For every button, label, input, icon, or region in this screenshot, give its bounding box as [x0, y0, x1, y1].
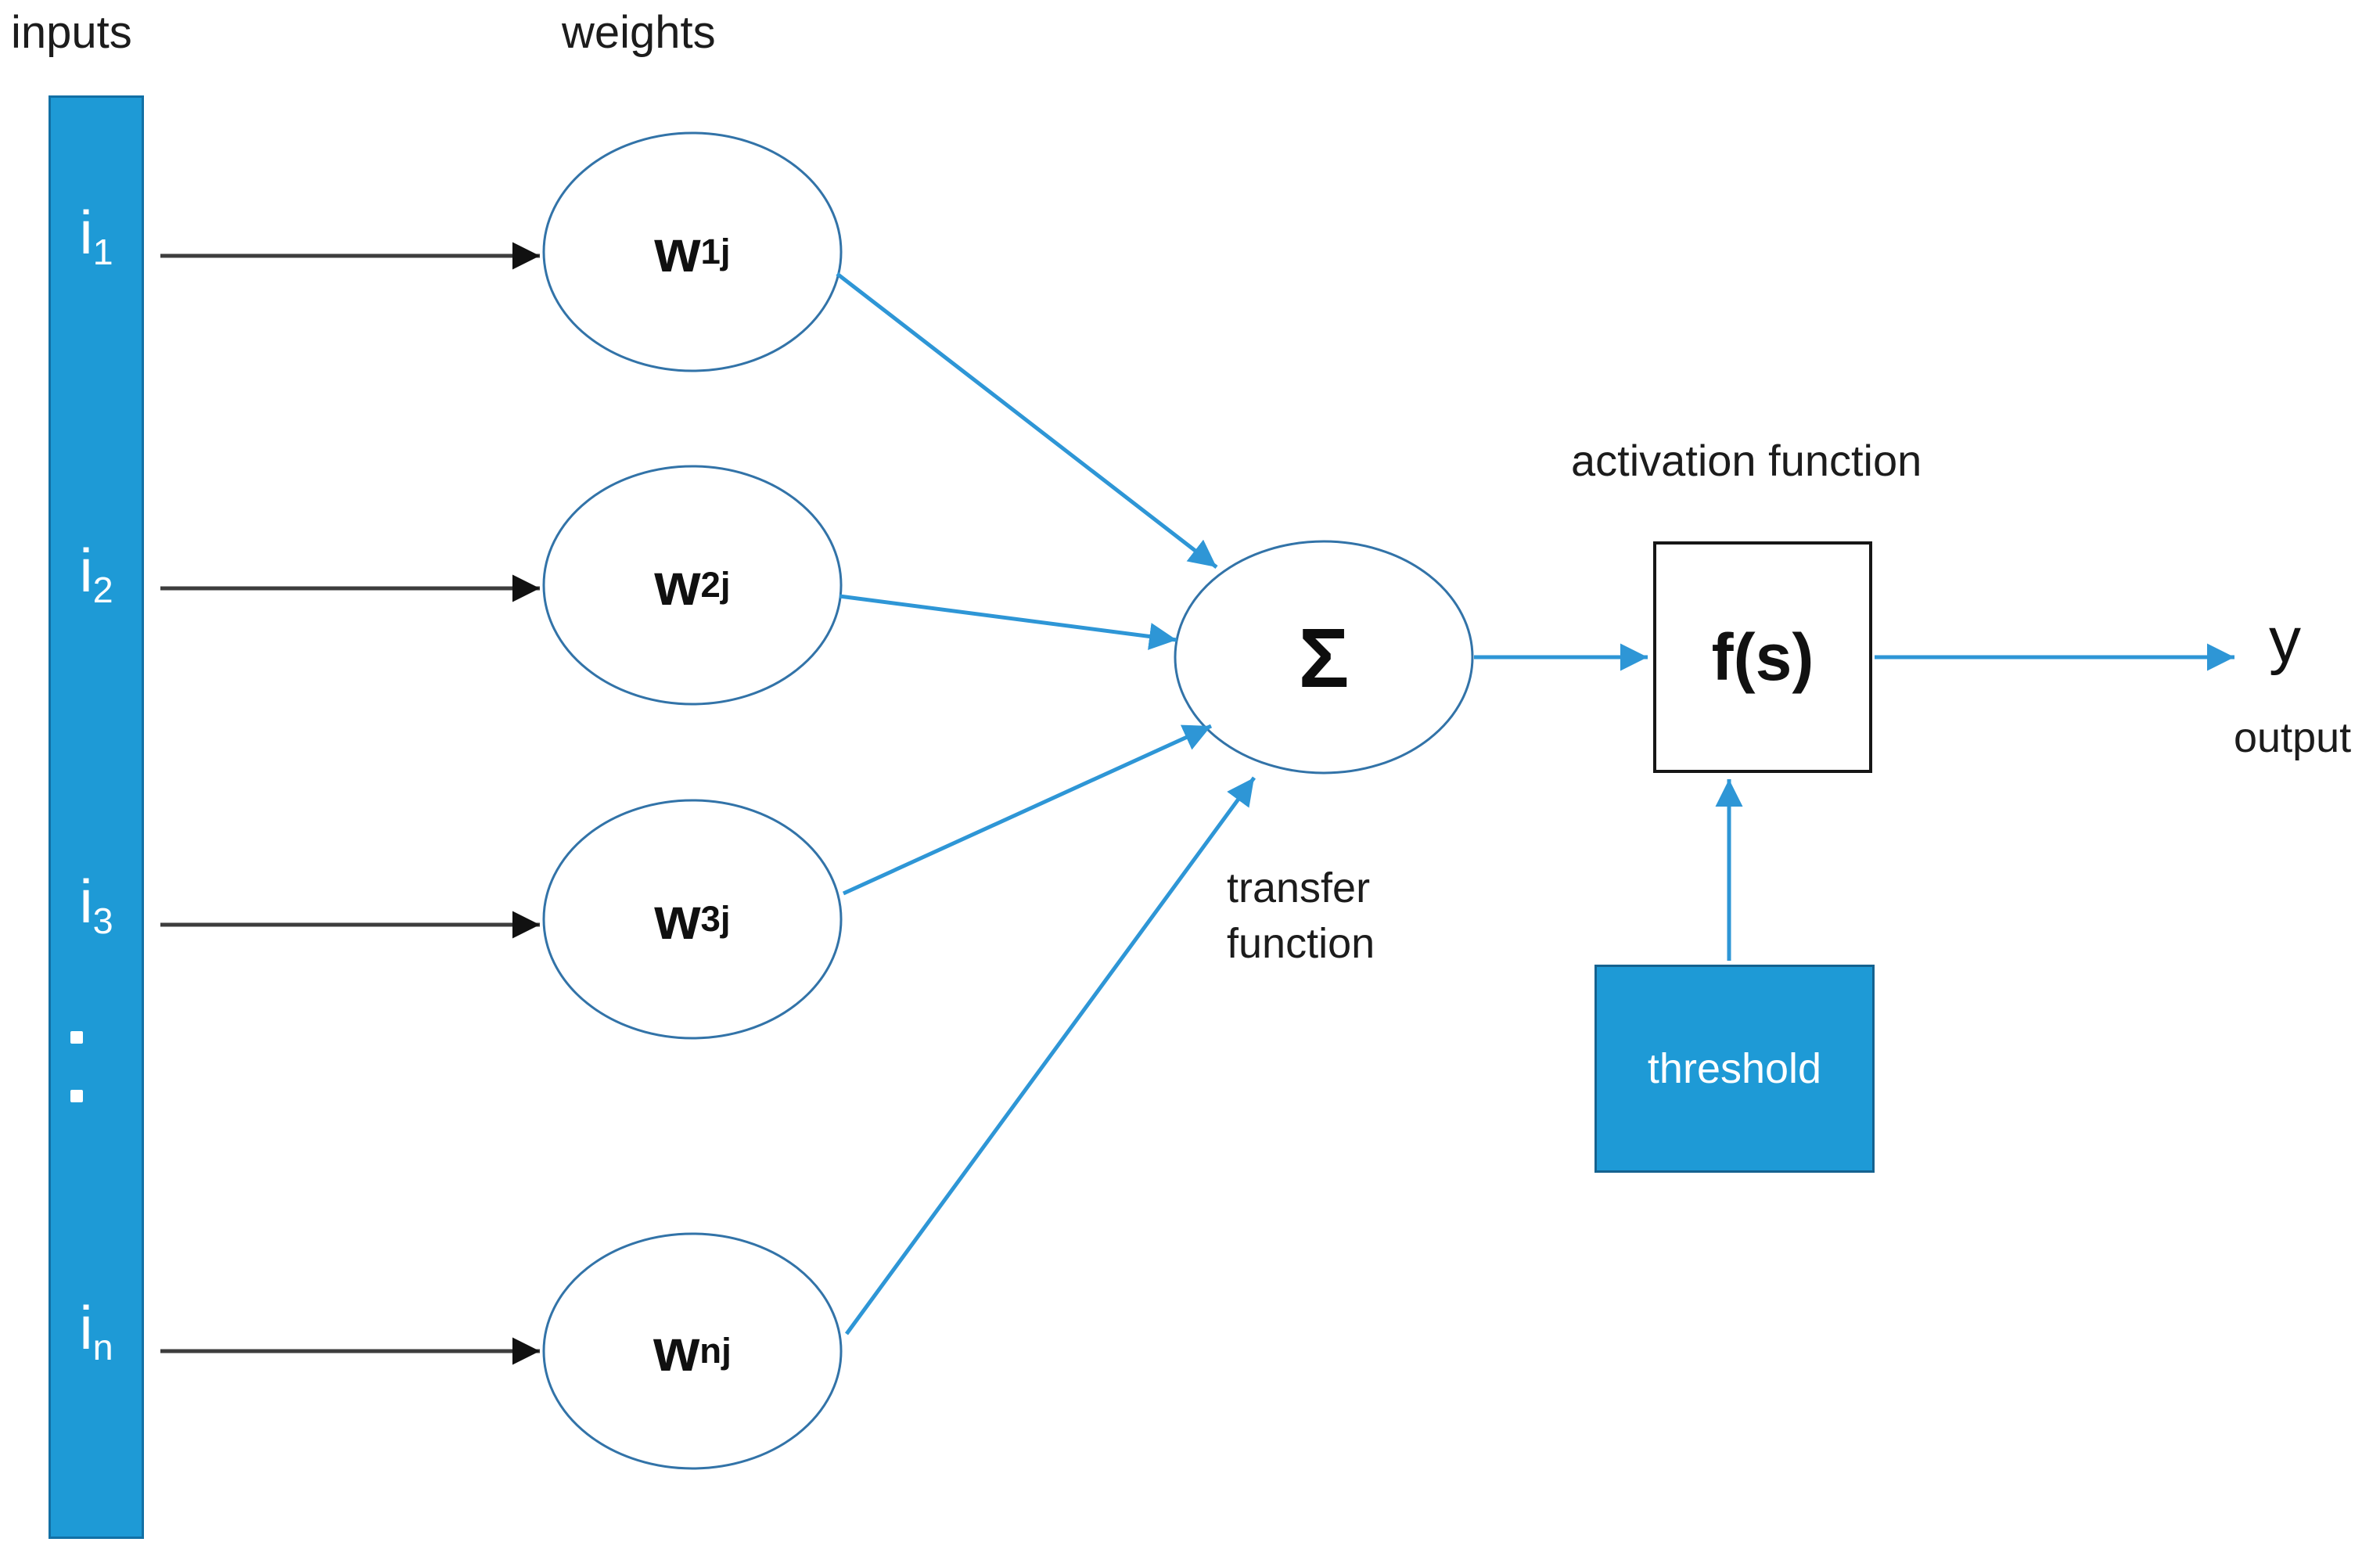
output-symbol: y: [2269, 605, 2301, 676]
weight-subscript: 1j: [700, 232, 731, 272]
input-subscript: 2: [92, 570, 113, 611]
transfer-function-caption: transfer function: [1227, 861, 1375, 972]
weight-base: w: [654, 886, 701, 952]
input-label-in: in: [49, 1297, 144, 1366]
inputs-ellipsis-dot: .: [70, 1031, 83, 1044]
input-subscript: n: [92, 1327, 113, 1368]
input-base: i: [79, 1293, 93, 1362]
weight-subscript: 2j: [700, 565, 731, 606]
activation-function-caption: activation function: [1571, 436, 1922, 485]
input-label-i1: i1: [49, 202, 144, 271]
weight-base: w: [654, 218, 701, 285]
activation-label: f(s): [1711, 620, 1814, 694]
input-base: i: [79, 867, 93, 936]
weight-base: w: [653, 1317, 700, 1384]
inputs-bar: [49, 95, 144, 1539]
weight-subscript: 3j: [700, 899, 731, 940]
weight-node-w2j: [542, 465, 843, 706]
input-subscript: 3: [92, 900, 113, 942]
input-subscript: 1: [92, 232, 113, 273]
input-label-i3: i3: [49, 871, 144, 940]
weights-heading: weights: [562, 7, 716, 58]
weight-node-w3j: [542, 799, 843, 1040]
threshold-box: threshold: [1594, 965, 1875, 1173]
weight-node-w1j: [542, 131, 843, 372]
inputs-ellipsis-dot: .: [70, 1090, 83, 1102]
output-label: output: [2234, 714, 2352, 761]
transfer-caption-line2: function: [1227, 920, 1375, 968]
threshold-label: threshold: [1647, 1045, 1822, 1092]
connector-w1j-sum: [836, 272, 1218, 569]
input-base: i: [79, 198, 93, 267]
weight-subscript: nj: [699, 1331, 732, 1371]
inputs-heading: inputs: [11, 7, 132, 58]
weight-base: w: [654, 552, 701, 618]
connector-w2j-sum: [839, 594, 1177, 650]
connector-wnj-sum: [844, 776, 1257, 1335]
sum-symbol: Σ: [1298, 609, 1350, 705]
input-base: i: [79, 536, 93, 605]
weight-node-wnj: [542, 1232, 843, 1470]
sum-node-circle: [1174, 540, 1474, 775]
connector-w3j-sum: [842, 724, 1213, 896]
input-label-i2: i2: [49, 540, 144, 609]
activation-box: f(s): [1653, 541, 1872, 773]
transfer-caption-line1: transfer: [1227, 864, 1371, 911]
